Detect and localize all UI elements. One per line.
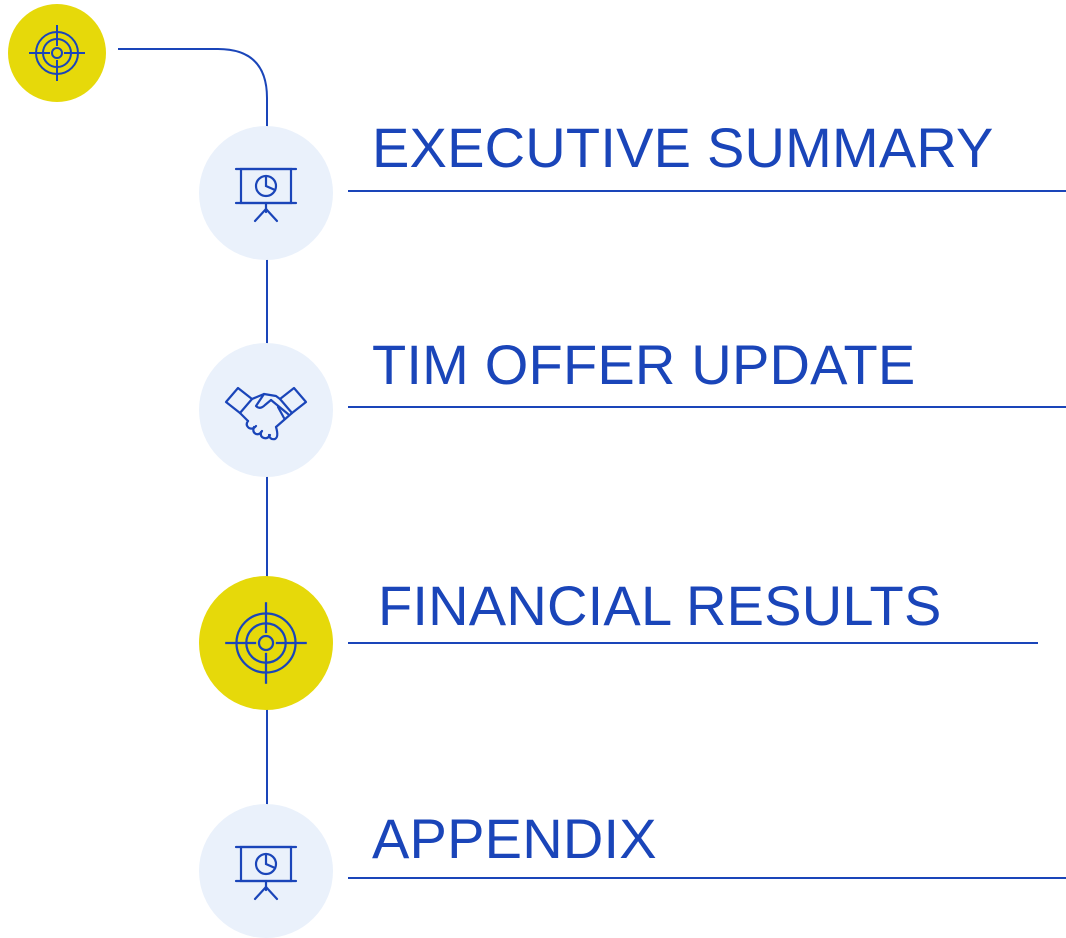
target-icon: [29, 25, 85, 81]
agenda-item-title: FINANCIAL RESULTS: [378, 574, 942, 637]
presentation-chart-icon: [234, 845, 298, 901]
agenda-node-tim-offer-update: [199, 343, 333, 477]
divider-line: [348, 190, 1066, 192]
target-icon: [225, 602, 307, 684]
top-target-marker: [8, 4, 106, 102]
agenda-item-title: APPENDIX: [372, 807, 657, 870]
agenda-node-executive-summary: [199, 126, 333, 260]
divider-line: [348, 642, 1038, 644]
divider-line: [348, 877, 1066, 879]
presentation-chart-icon: [234, 167, 298, 223]
divider-line: [348, 406, 1066, 408]
agenda-item-title: TIM OFFER UPDATE: [372, 333, 916, 396]
agenda-node-appendix: [199, 804, 333, 938]
agenda-node-financial-results: [199, 576, 333, 710]
handshake-icon: [224, 386, 308, 441]
agenda-item-title: EXECUTIVE SUMMARY: [372, 116, 994, 179]
